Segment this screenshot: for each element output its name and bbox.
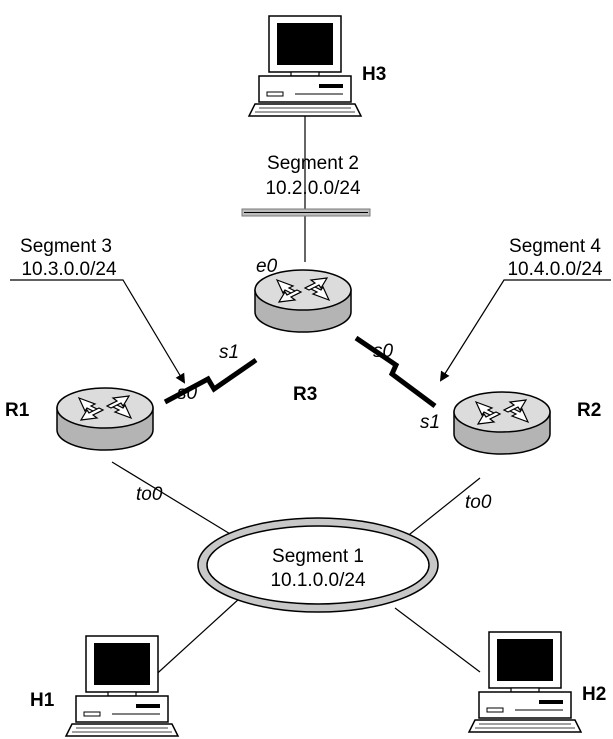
router-r1-label: R1	[5, 400, 30, 421]
host-h3-label: H3	[362, 64, 386, 85]
segment3-network: 10.3.0.0/24	[21, 259, 117, 280]
iface-r3-s0: s0	[373, 341, 394, 362]
segment1-name: Segment 1	[272, 546, 364, 567]
segment3-name: Segment 3	[20, 236, 112, 257]
iface-r2-to0: to0	[465, 492, 492, 513]
host-h2-icon[interactable]	[468, 631, 582, 733]
host-h1-label: H1	[30, 690, 55, 711]
serial-link-r1-r3	[163, 357, 258, 405]
segment2-name: Segment 2	[267, 153, 359, 174]
segment4-name: Segment 4	[509, 236, 601, 257]
router-r1-icon[interactable]	[56, 387, 154, 451]
segment1-network: 10.1.0.0/24	[270, 570, 366, 591]
host-h1-icon[interactable]	[65, 635, 179, 737]
iface-r3-s1: s1	[219, 342, 239, 363]
router-r3-icon[interactable]	[254, 269, 352, 333]
host-h2-label: H2	[582, 684, 606, 705]
iface-r1-to0: to0	[136, 484, 163, 505]
iface-r1-s0: s0	[177, 383, 198, 404]
router-r2-label: R2	[577, 400, 601, 421]
router-r3-label: R3	[293, 384, 317, 405]
iface-r2-s1: s1	[420, 412, 440, 433]
segment4-network: 10.4.0.0/24	[507, 259, 603, 280]
serial-link-r3-r2	[354, 335, 437, 409]
host-h3-icon[interactable]	[248, 15, 362, 117]
segment1-ring-inner	[206, 525, 430, 605]
link-segment1-h2	[394, 607, 481, 673]
router-r2-icon[interactable]	[453, 391, 551, 455]
iface-r3-e0: e0	[256, 256, 278, 277]
link-r1-segment1	[111, 461, 246, 544]
segment3-callout-line	[10, 279, 186, 384]
link-segment1-h1	[149, 597, 241, 681]
segment2-network: 10.2.0.0/24	[265, 178, 361, 199]
segment4-callout-line	[439, 279, 611, 382]
